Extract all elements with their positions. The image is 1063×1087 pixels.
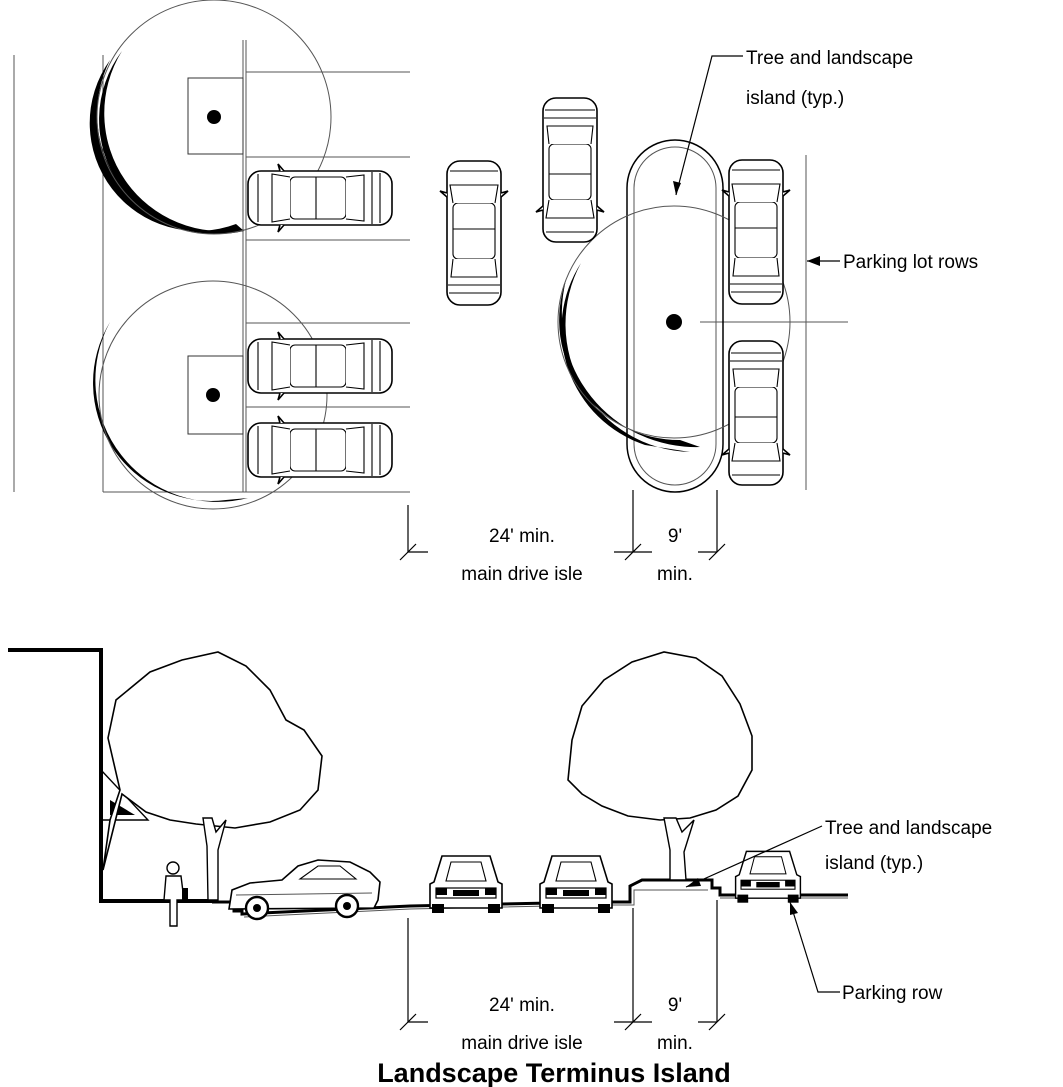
tree-island-label-section-1: Tree and landscape (825, 818, 992, 839)
island-width-label-plan-2: min. (657, 564, 693, 585)
callout-parking-rows (807, 256, 840, 266)
diagram-title: Landscape Terminus Island (377, 1058, 731, 1087)
dimension-plan (399, 490, 726, 561)
tree-island-label-section-2: island (typ.) (825, 853, 923, 874)
parking-lot-rows-label: Parking lot rows (843, 252, 978, 273)
car-plan-3 (247, 415, 393, 485)
tree-island-label-plan-1: Tree and landscape (746, 48, 913, 69)
tree-canopy-plan-1 (89, 0, 332, 235)
tree-section-1 (102, 651, 323, 901)
car-plan-2 (247, 331, 393, 401)
section-view: Tree and landscape island (typ.) Parking… (8, 648, 992, 1054)
tree-section-2 (567, 651, 753, 881)
aisle-label-section-2: main drive isle (461, 1033, 582, 1054)
tree-canopy-plan-3 (557, 205, 791, 452)
pedestrian (163, 861, 188, 927)
car-plan-4 (439, 160, 509, 306)
island-width-label-section-1: 9' (668, 995, 682, 1016)
car-front-2 (539, 855, 613, 914)
tree-canopy-plan-2 (93, 280, 328, 510)
car-plan-5 (535, 97, 605, 243)
car-front-3 (734, 850, 802, 904)
callout-parking-row (789, 901, 840, 993)
callout-tree-island-section (685, 825, 823, 888)
callout-tree-island-plan (673, 55, 743, 196)
island-width-label-section-2: min. (657, 1033, 693, 1054)
tree-island-label-plan-2: island (typ.) (746, 88, 844, 109)
parking-row-label: Parking row (842, 983, 943, 1004)
car-side (228, 859, 381, 921)
plan-view: Tree and landscape island (typ.) Parking… (13, 0, 978, 585)
landscape-island-plan (626, 139, 724, 493)
car-front-1 (429, 855, 503, 914)
car-plan-7 (721, 340, 791, 486)
plan-cars (247, 97, 791, 486)
car-plan-1 (247, 163, 393, 233)
aisle-label-plan-1: 24' min. (489, 526, 555, 547)
dimension-section (399, 900, 726, 1031)
car-plan-6 (721, 159, 791, 305)
island-width-label-plan-1: 9' (668, 526, 682, 547)
aisle-label-section-1: 24' min. (489, 995, 555, 1016)
aisle-label-plan-2: main drive isle (461, 564, 582, 585)
